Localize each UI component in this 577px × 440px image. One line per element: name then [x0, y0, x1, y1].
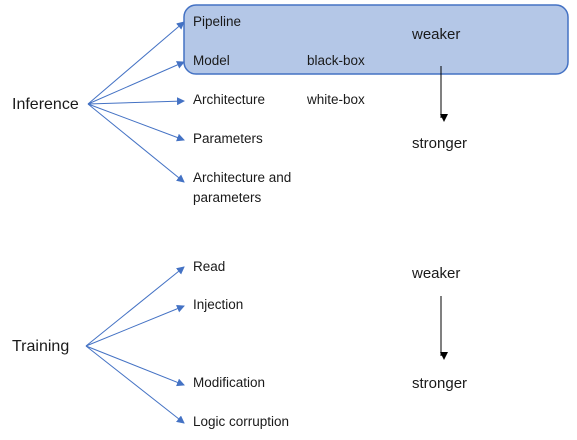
- training-scale-stronger: stronger: [412, 375, 468, 392]
- edge-training-logic-corruption: [85, 345, 185, 424]
- inference-scale-stronger: stronger: [412, 135, 468, 152]
- training-item-modification: Modification: [193, 375, 266, 390]
- edge-training-read: [85, 266, 185, 347]
- edge-inference-pipeline: [87, 21, 185, 105]
- edge-training-modification: [85, 345, 185, 387]
- inference-edges: [87, 21, 185, 183]
- training-item-read: Read: [193, 259, 226, 274]
- inference-item-architecture: Architecture: [193, 92, 266, 107]
- edge-training-injection: [85, 304, 185, 347]
- inference-item-parameters: Parameters: [193, 131, 263, 146]
- inference-item-pipeline: Pipeline: [193, 14, 242, 29]
- edge-inference-architecture: [87, 97, 185, 106]
- training-root-label: Training: [12, 338, 70, 355]
- inference-item-model: Model: [193, 53, 230, 68]
- black-box-tag: black-box: [307, 53, 365, 68]
- training-item-logic-corruption: Logic corruption: [193, 414, 290, 429]
- white-box-tag: white-box: [307, 92, 365, 107]
- inference-scale-weaker: weaker: [412, 26, 461, 43]
- edge-inference-parameters: [87, 103, 185, 142]
- training-item-injection: Injection: [193, 297, 244, 312]
- inference-item-architecture-and-parameters: Architecture and parameters: [193, 170, 292, 205]
- inference-root-label: Inference: [12, 96, 79, 113]
- edge-inference-arch-params: [87, 103, 185, 183]
- training-edges: [85, 266, 185, 424]
- edge-inference-model: [87, 61, 185, 105]
- training-scale-weaker: weaker: [412, 265, 461, 282]
- black-box-highlight: [183, 4, 569, 75]
